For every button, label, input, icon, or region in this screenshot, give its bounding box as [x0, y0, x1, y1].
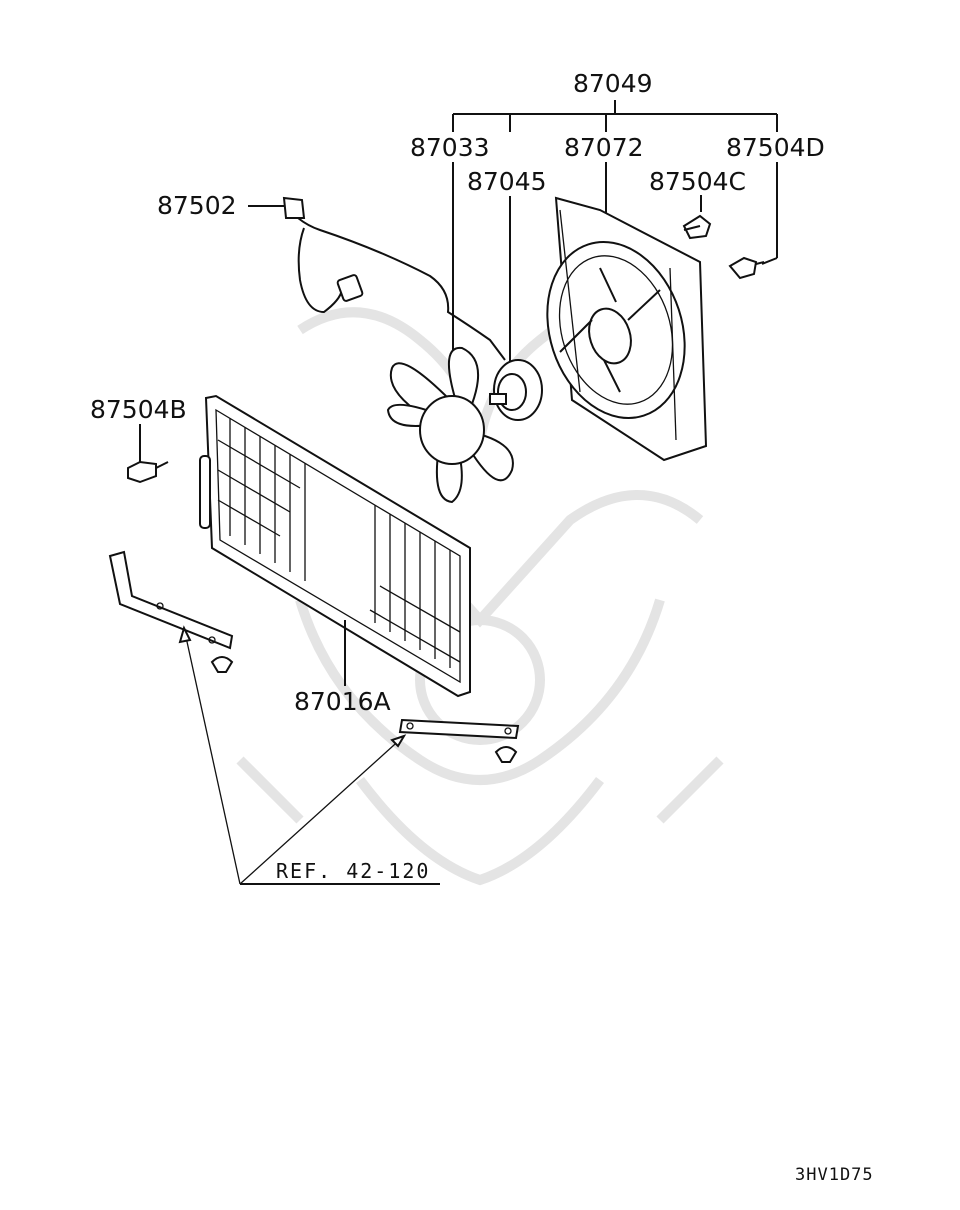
label-motor: 87045 — [467, 167, 547, 196]
bolt-d — [728, 256, 765, 280]
fan-shroud — [546, 196, 708, 462]
bolt-b — [127, 424, 169, 484]
condenser — [199, 394, 471, 698]
condenser-fins — [217, 418, 461, 668]
bracket-right — [398, 718, 520, 763]
figure-code: 3HV1D75 — [795, 1165, 874, 1185]
wiring-harness — [248, 196, 506, 361]
bracket-left — [108, 550, 234, 673]
fan-motor — [489, 359, 543, 421]
label-condenser: 87016A — [294, 687, 391, 716]
label-assembly: 87049 — [573, 69, 653, 98]
label-reference: REF. 42-120 — [276, 859, 430, 883]
reference-leaders — [178, 625, 440, 885]
label-connector: 87502 — [157, 191, 237, 220]
label-bolt-b: 87504B — [90, 395, 187, 424]
label-fan: 87033 — [410, 133, 490, 162]
label-bolt-c: 87504C — [649, 167, 746, 196]
bolt-c — [682, 214, 712, 240]
fan-blade — [386, 346, 514, 504]
label-shroud: 87072 — [564, 133, 644, 162]
label-bolt-d: 87504D — [726, 133, 825, 162]
assembly-leader — [452, 100, 778, 372]
